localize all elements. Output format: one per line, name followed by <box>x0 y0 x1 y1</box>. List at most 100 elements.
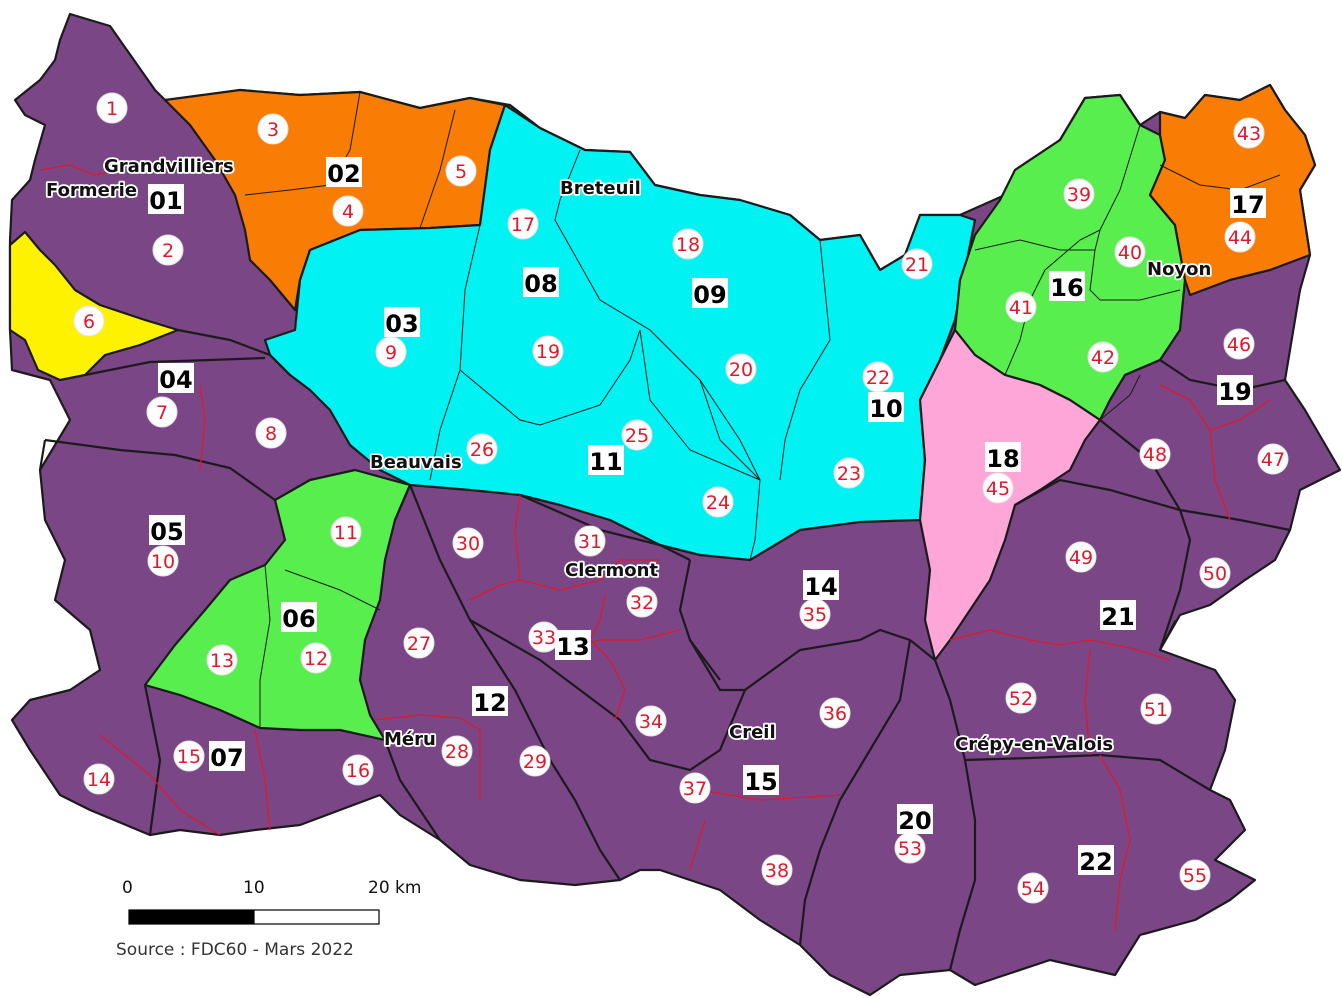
section-circle <box>626 586 658 618</box>
section-marker-1: 1 <box>96 92 128 124</box>
section-circle <box>1063 178 1095 210</box>
section-circle <box>1065 541 1097 573</box>
section-circle <box>1005 291 1037 323</box>
section-circle <box>819 697 851 729</box>
zone-label-04: 04 <box>158 363 194 394</box>
section-marker-20: 20 <box>725 353 757 385</box>
section-marker-37: 37 <box>679 772 711 804</box>
zone-label-05: 05 <box>149 515 185 546</box>
zone-label-21: 21 <box>1100 600 1136 631</box>
section-marker-21: 21 <box>901 248 933 280</box>
section-circle <box>146 396 178 428</box>
section-circle <box>833 457 865 489</box>
town-breteuil: Breteuil <box>560 178 641 199</box>
zone-number: 05 <box>150 518 183 546</box>
section-circle <box>519 745 551 777</box>
section-number: 8 <box>265 423 277 445</box>
section-marker-48: 48 <box>1139 438 1171 470</box>
section-number: 2 <box>162 240 174 262</box>
section-circle <box>1017 872 1049 904</box>
section-marker-28: 28 <box>441 735 473 767</box>
section-number: 18 <box>676 234 700 256</box>
section-circle <box>672 228 704 260</box>
section-circle <box>152 234 184 266</box>
zone-label-01: 01 <box>148 184 184 215</box>
section-marker-5: 5 <box>445 155 477 187</box>
section-number: 9 <box>385 342 397 364</box>
zone-label-20: 20 <box>897 804 933 835</box>
section-circle <box>1005 682 1037 714</box>
town-meru: Méru <box>384 729 436 750</box>
section-number: 44 <box>1228 227 1252 249</box>
section-number: 12 <box>304 648 328 670</box>
section-marker-7: 7 <box>146 396 178 428</box>
zone-label-background <box>692 278 728 308</box>
section-marker-39: 39 <box>1063 178 1095 210</box>
section-number: 27 <box>407 633 431 655</box>
section-marker-47: 47 <box>1257 443 1289 475</box>
zone-label-07: 07 <box>209 741 245 772</box>
section-number: 10 <box>151 551 175 573</box>
zone-label-background <box>149 515 185 545</box>
section-marker-6: 6 <box>73 305 105 337</box>
section-circle <box>1257 443 1289 475</box>
section-marker-8: 8 <box>255 417 287 449</box>
section-marker-22: 22 <box>862 361 894 393</box>
zone-label-18: 18 <box>985 442 1021 473</box>
section-marker-32: 32 <box>626 586 658 618</box>
scale-bar: 0 10 20 km <box>122 878 421 925</box>
section-number: 38 <box>765 860 789 882</box>
section-marker-25: 25 <box>621 419 653 451</box>
town-creil: Creil <box>729 722 776 743</box>
section-number: 3 <box>267 119 279 141</box>
zone-number: 19 <box>1218 378 1251 406</box>
scale-segment-dark <box>128 909 255 925</box>
section-marker-12: 12 <box>300 642 332 674</box>
section-marker-44: 44 <box>1224 221 1256 253</box>
section-number: 53 <box>898 838 922 860</box>
town-crepy-en-valois: Crépy-en-Valois <box>955 734 1113 755</box>
zone-yellow-area <box>8 230 180 382</box>
scale-tick-20: 20 km <box>368 878 421 898</box>
zone-label-background <box>281 602 317 632</box>
section-marker-29: 29 <box>519 745 551 777</box>
zone-label-22: 22 <box>1078 845 1114 876</box>
section-marker-51: 51 <box>1140 693 1172 725</box>
section-number: 15 <box>177 746 201 768</box>
section-circle <box>702 486 734 518</box>
zone-label-19: 19 <box>1217 375 1253 406</box>
section-circle <box>441 735 473 767</box>
section-number: 24 <box>706 492 730 514</box>
zone-number: 11 <box>589 448 622 476</box>
section-marker-26: 26 <box>466 433 498 465</box>
section-number: 29 <box>523 751 547 773</box>
section-marker-50: 50 <box>1199 557 1231 589</box>
section-marker-13: 13 <box>206 644 238 676</box>
section-marker-38: 38 <box>761 854 793 886</box>
section-marker-43: 43 <box>1233 117 1265 149</box>
section-circle <box>255 417 287 449</box>
section-circle <box>901 248 933 280</box>
section-marker-18: 18 <box>672 228 704 260</box>
section-circle <box>1224 221 1256 253</box>
section-marker-41: 41 <box>1005 291 1037 323</box>
section-number: 33 <box>532 627 556 649</box>
section-marker-9: 9 <box>375 336 407 368</box>
zone-label-background <box>1049 271 1085 301</box>
section-number: 26 <box>470 439 494 461</box>
section-marker-42: 42 <box>1087 341 1119 373</box>
zone-label-02: 02 <box>326 157 362 188</box>
section-marker-52: 52 <box>1005 682 1037 714</box>
section-circle <box>1087 341 1119 373</box>
zone-label-background <box>148 184 184 214</box>
zone-number: 21 <box>1101 603 1134 631</box>
section-circle <box>452 527 484 559</box>
section-circle <box>466 433 498 465</box>
zone-label-background <box>1100 600 1136 630</box>
section-number: 47 <box>1261 449 1285 471</box>
section-marker-3: 3 <box>257 113 289 145</box>
zone-number: 13 <box>556 633 589 661</box>
section-number: 28 <box>445 741 469 763</box>
